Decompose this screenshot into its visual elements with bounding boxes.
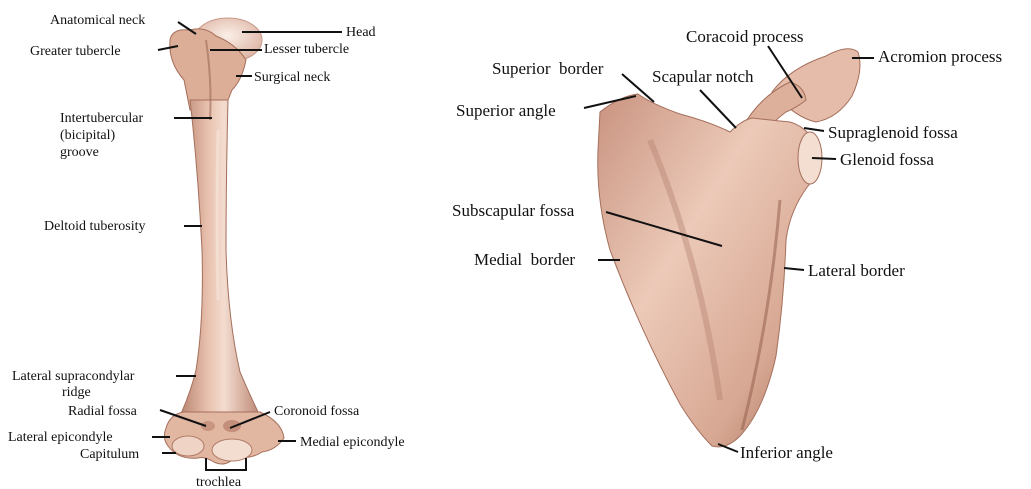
label-head: Head (346, 25, 376, 40)
label-glenoid-fossa: Glenoid fossa (840, 150, 934, 169)
label-surgical-neck: Surgical neck (254, 70, 330, 85)
label-coracoid-process: Coracoid process (686, 27, 804, 46)
label-lateral-epicondyle: Lateral epicondyle (8, 430, 113, 445)
label-trochlea: trochlea (196, 475, 242, 489)
coronoid-fossa-shape (223, 420, 241, 432)
humerus-shaft-shading (217, 130, 218, 300)
label-supraglenoid-fossa: Supraglenoid fossa (828, 123, 958, 142)
capitulum-shape (172, 436, 204, 456)
label-superior-angle: Superior angle (456, 101, 556, 120)
label-anatomical-neck: Anatomical neck (50, 13, 145, 28)
label-intertubercular-line2: (bicipital) (60, 128, 116, 143)
label-acromion-process: Acromion process (878, 47, 1002, 66)
label-lesser-tubercle: Lesser tubercle (264, 42, 349, 57)
label-coronoid-fossa: Coronoid fossa (274, 404, 360, 419)
label-medial-border: Medial border (474, 250, 575, 269)
label-deltoid-tuberosity: Deltoid tuberosity (44, 219, 146, 234)
label-intertubercular-line1: Intertubercular (60, 111, 144, 126)
label-lateral-border: Lateral border (808, 261, 905, 280)
label-capitulum: Capitulum (80, 447, 139, 462)
label-scapular-notch: Scapular notch (652, 67, 754, 86)
label-subscapular-fossa: Subscapular fossa (452, 201, 575, 220)
humerus-shaft-shape (178, 100, 262, 420)
label-radial-fossa: Radial fossa (68, 404, 138, 419)
label-medial-epicondyle: Medial epicondyle (300, 435, 405, 450)
trochlea-shape (212, 439, 252, 461)
label-lateral-supracondylar-line1: Lateral supracondylar (12, 369, 135, 384)
label-greater-tubercle: Greater tubercle (30, 44, 121, 59)
label-lateral-supracondylar-line2: ridge (62, 385, 91, 400)
label-superior-border: Superior border (492, 59, 604, 78)
label-intertubercular-line3: groove (60, 145, 99, 160)
scapula-illustration (598, 49, 860, 447)
scapula-body-shape (598, 94, 819, 447)
label-inferior-angle: Inferior angle (740, 443, 833, 462)
